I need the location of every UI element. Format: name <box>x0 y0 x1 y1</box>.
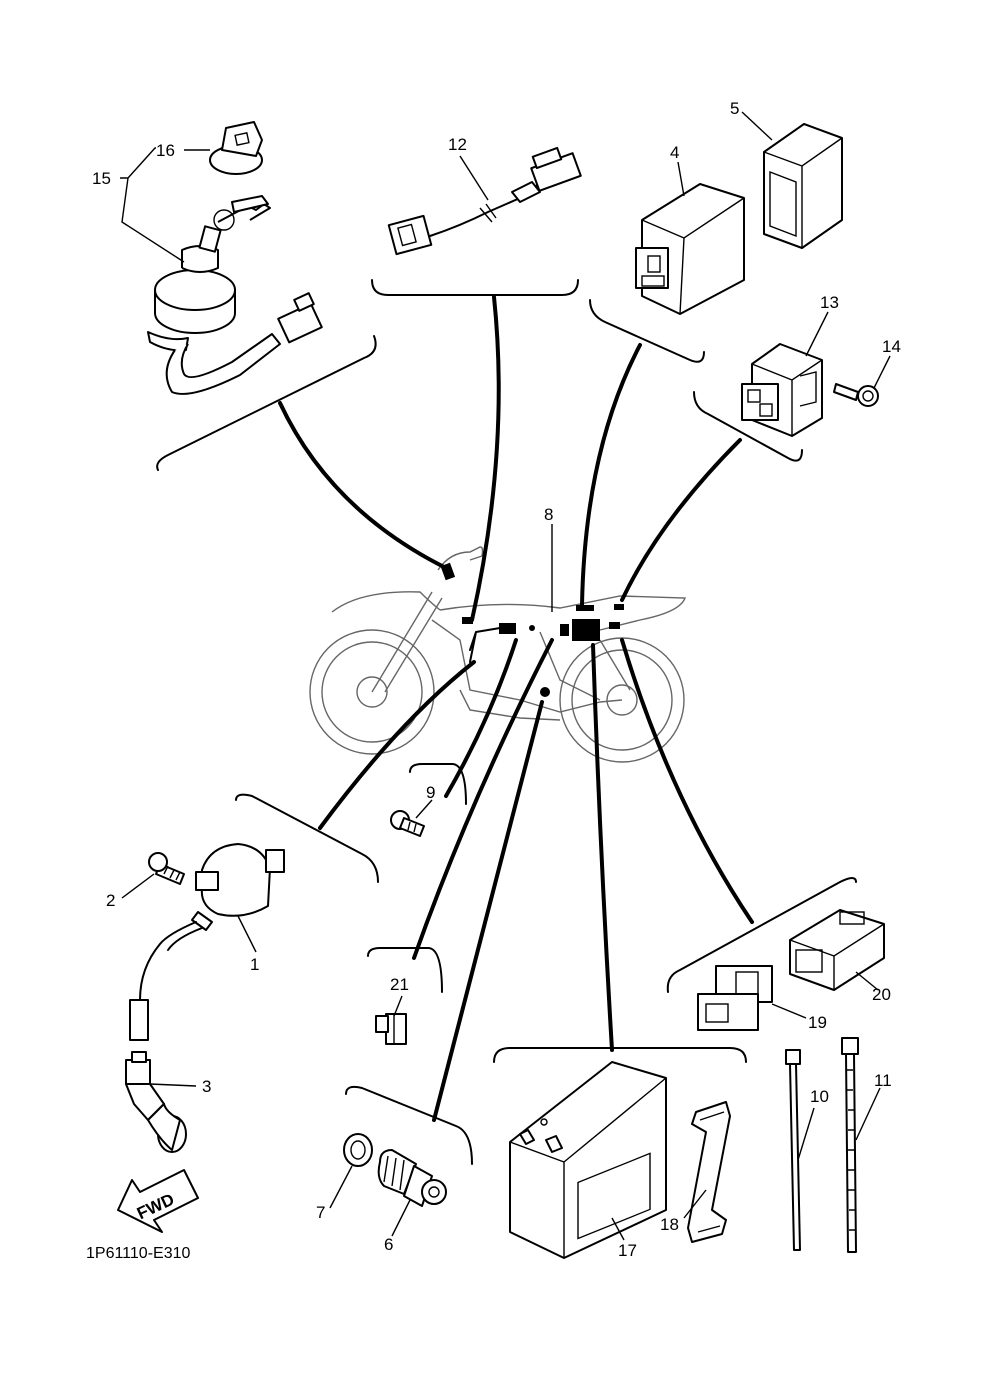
diagram-code: 1P61110-E310 <box>86 1245 190 1262</box>
part-label-2: 2 <box>106 891 115 910</box>
part-label-15: 15 <box>92 169 111 188</box>
sub-lead-harness[interactable] <box>387 146 582 256</box>
part-label-11: 11 <box>874 1071 892 1090</box>
ignition-coil[interactable] <box>129 843 285 1041</box>
part-label-5: 5 <box>730 99 739 118</box>
callout-leaders <box>121 111 891 1241</box>
part-label-18: 18 <box>660 1215 679 1234</box>
coupler-20[interactable] <box>789 909 885 991</box>
cdi-cover[interactable] <box>763 123 843 249</box>
part-number-labels: 1 2 3 4 5 6 7 8 9 10 11 12 13 14 15 16 1… <box>92 99 901 1260</box>
main-switch-cap[interactable] <box>209 121 263 175</box>
leader-15-16 <box>120 147 185 263</box>
cdi-unit[interactable] <box>635 183 745 315</box>
part-label-13: 13 <box>820 293 839 312</box>
main-switch-assembly[interactable] <box>147 195 323 395</box>
part-label-10: 10 <box>810 1087 829 1106</box>
part-label-21: 21 <box>390 975 409 994</box>
part-label-8: 8 <box>544 505 553 524</box>
battery-band[interactable] <box>687 1101 731 1243</box>
spark-plug-cap[interactable] <box>125 1051 187 1153</box>
neutral-switch[interactable] <box>377 1149 447 1207</box>
part-label-6: 6 <box>384 1235 393 1254</box>
leader-lines <box>278 295 754 1122</box>
rectifier-regulator[interactable] <box>741 343 823 437</box>
part-label-16: 16 <box>156 141 175 160</box>
part-label-17: 17 <box>618 1241 637 1260</box>
bolt-2[interactable] <box>148 852 185 885</box>
bolt-14[interactable] <box>833 383 879 407</box>
screw-9[interactable] <box>390 810 425 837</box>
part-label-14: 14 <box>882 337 901 356</box>
part-label-3: 3 <box>202 1077 211 1096</box>
part-label-4: 4 <box>670 143 679 162</box>
part-label-12: 12 <box>448 135 467 154</box>
coupler-19[interactable] <box>697 965 773 1031</box>
cable-tie-10[interactable] <box>785 1049 801 1251</box>
part-label-1: 1 <box>250 955 259 974</box>
part-label-7: 7 <box>316 1203 325 1222</box>
motorcycle-silhouette <box>309 546 686 763</box>
part-label-19: 19 <box>808 1013 827 1032</box>
fuse-21[interactable] <box>375 1013 407 1045</box>
part-label-20: 20 <box>872 985 891 1004</box>
part-label-9: 9 <box>426 783 435 802</box>
gasket-7[interactable] <box>343 1133 373 1167</box>
cable-tie-11[interactable] <box>841 1037 859 1253</box>
forward-arrow-icon: FWD <box>117 1169 199 1233</box>
group-brackets <box>156 279 857 1165</box>
battery[interactable] <box>509 1061 667 1259</box>
